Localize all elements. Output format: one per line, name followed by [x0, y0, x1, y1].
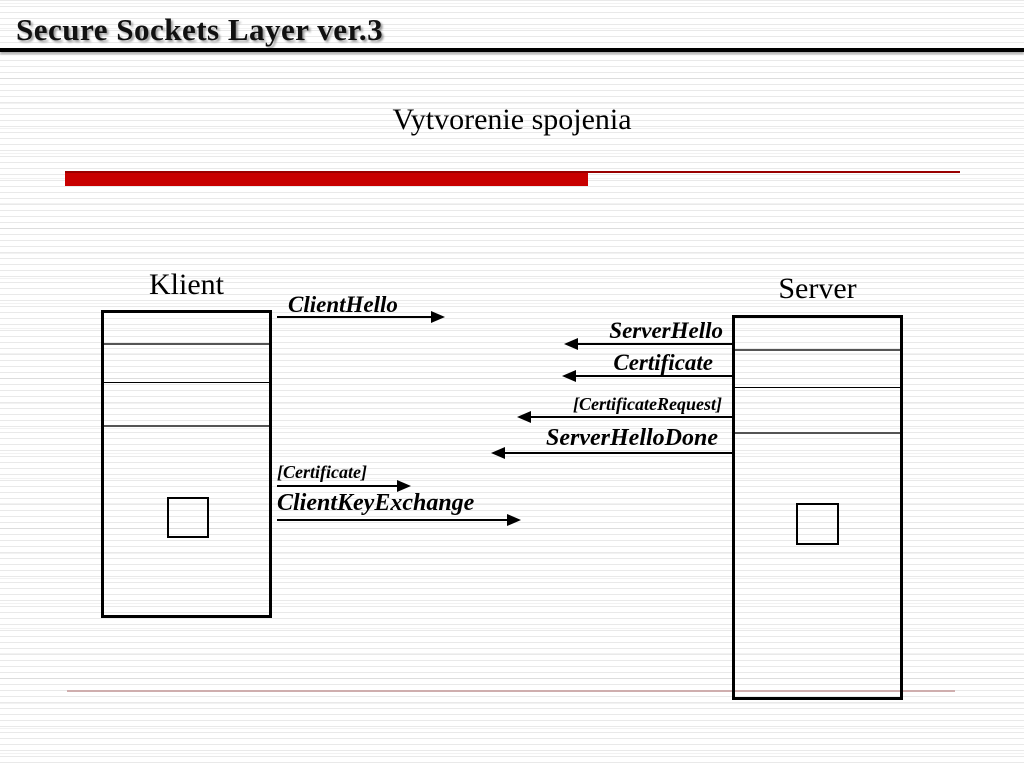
message-label-serverhellodone: ServerHelloDone — [546, 425, 718, 451]
server-label: Server — [778, 272, 857, 305]
server-box-divider-2 — [735, 387, 900, 388]
client-inner-square — [167, 497, 209, 538]
page-title: Secure Sockets Layer ver.3 — [16, 12, 384, 47]
message-label-clienthello: ClientHello — [288, 292, 398, 317]
certificate-arrow-right-icon — [277, 480, 411, 492]
client-box-divider-3 — [104, 425, 269, 427]
server-box-divider-3 — [735, 432, 900, 434]
server-box — [732, 315, 903, 700]
clientkeyexchange-arrow-right-icon — [277, 514, 521, 526]
server-box-divider-1 — [735, 349, 900, 351]
arrowhead-right-icon — [397, 480, 411, 492]
message-label-serverhello: ServerHello — [609, 318, 723, 343]
accent-top-line — [65, 171, 960, 173]
arrowhead-left-icon — [491, 447, 505, 459]
message-label-certificaterequest: [CertificateRequest] — [573, 394, 722, 414]
message-label-certificate: Certificate — [613, 350, 713, 375]
client-label: Klient — [149, 268, 224, 301]
title-underline — [0, 48, 1024, 52]
certificaterequest-arrow-left-icon — [517, 411, 732, 423]
client-box — [101, 310, 272, 618]
arrowhead-right-icon — [507, 514, 521, 526]
message-label-certificate-optional: [Certificate] — [277, 462, 367, 482]
serverhellodone-arrow-left-icon — [491, 447, 732, 459]
message-label-clientkeyexchange: ClientKeyExchange — [277, 490, 475, 516]
slide-subtitle: Vytvorenie spojenia — [392, 103, 632, 136]
client-box-divider-2 — [104, 382, 269, 383]
arrowhead-left-icon — [562, 370, 576, 382]
arrowhead-left-icon — [564, 338, 578, 350]
accent-bar — [65, 173, 588, 186]
client-box-divider-1 — [104, 343, 269, 345]
arrowhead-left-icon — [517, 411, 531, 423]
serverhello-arrow-left-icon — [564, 338, 732, 350]
certificate-arrow-left-icon — [562, 370, 732, 382]
arrowhead-right-icon — [431, 311, 445, 323]
footer-rule — [67, 690, 955, 692]
clienthello-arrow-right-icon — [277, 311, 445, 323]
server-inner-square — [796, 503, 839, 545]
